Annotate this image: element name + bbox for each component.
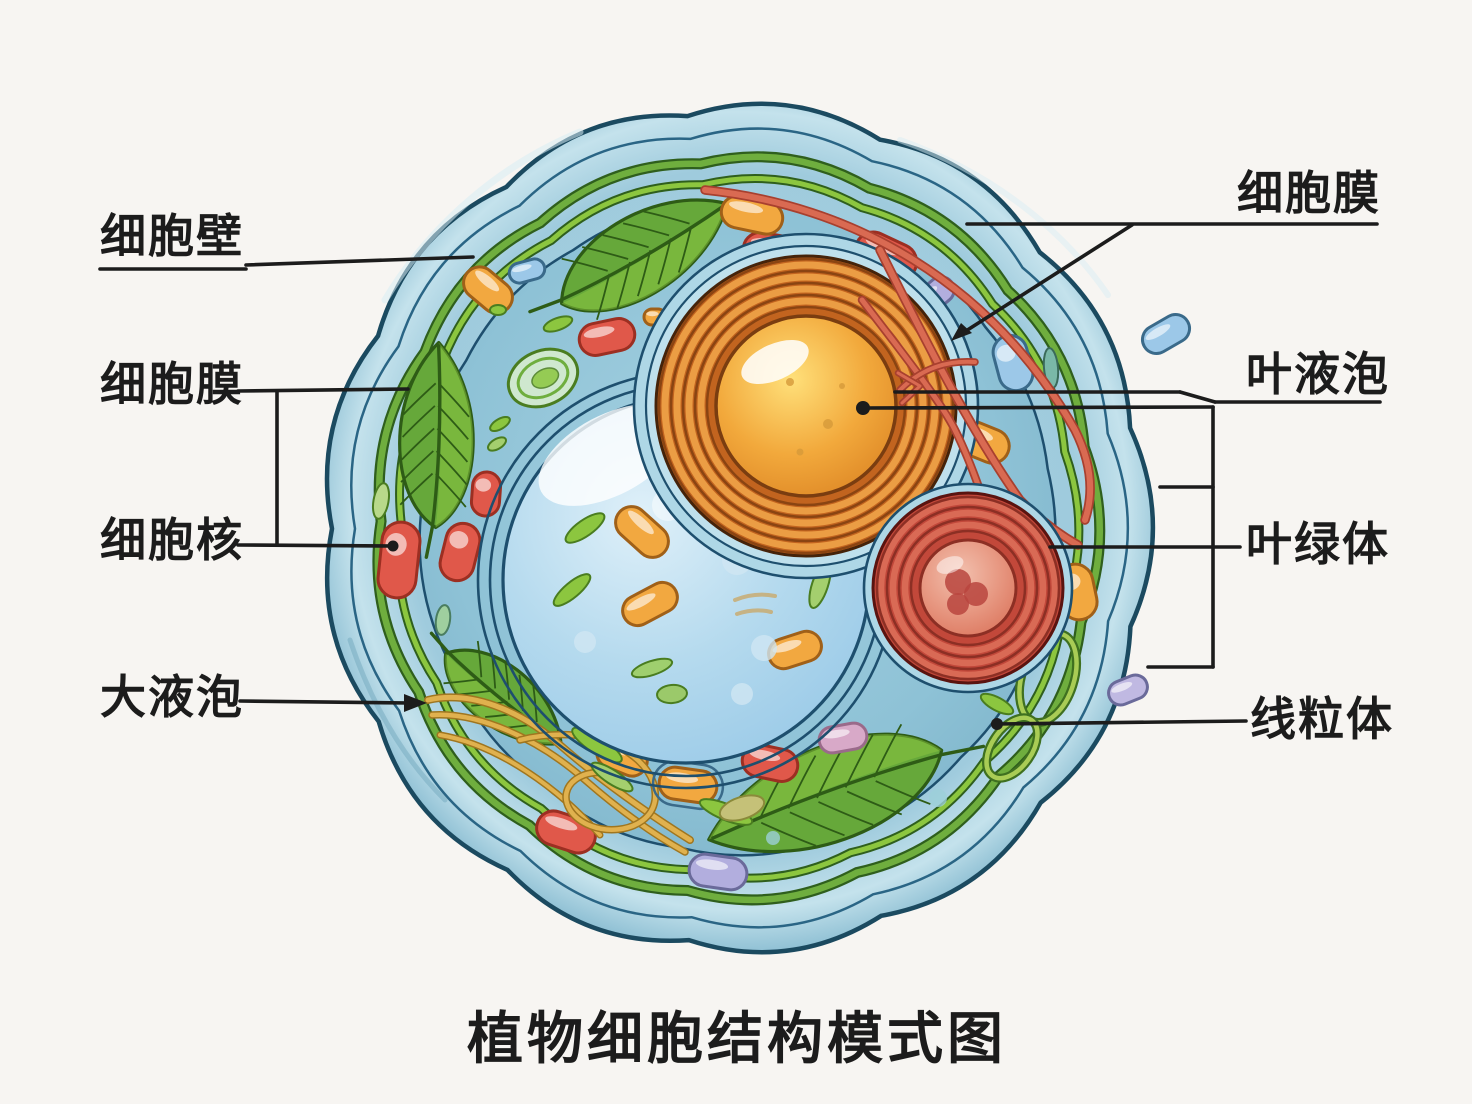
- label-cell-wall: 细胞壁: [100, 210, 244, 262]
- label-large-vacuole: 大液泡: [100, 671, 244, 723]
- label-cell-membrane-right: 细胞膜: [1237, 167, 1381, 219]
- pointer-mitochondrion: [995, 719, 1248, 726]
- pointer-lines: [98, 222, 1382, 730]
- pointer-leaf-vacuole-bend: [1178, 390, 1217, 404]
- pointer-bracket-top: [861, 405, 1215, 410]
- diagram-title: 植物细胞结构模式图: [467, 1007, 1007, 1070]
- arrowhead-cell-membrane-right: [951, 323, 972, 341]
- label-leaf-vacuole: 叶液泡: [1246, 348, 1390, 400]
- pointer-large-vacuole: [238, 699, 412, 705]
- chloroplast-leaf-left: [398, 340, 475, 559]
- pointer-cell-membrane-right: [956, 223, 1134, 338]
- chloroplast-leaf-top: [528, 198, 730, 321]
- label-mitochondrion: 线粒体: [1250, 693, 1394, 745]
- arrowhead-large-vacuole: [404, 694, 427, 712]
- nucleus-structure: [632, 232, 980, 580]
- pointer-nucleus: [236, 543, 395, 548]
- red-ring-structure: [862, 482, 1074, 694]
- label-nucleus: 细胞核: [100, 514, 244, 566]
- pointer-cell-wall: [244, 255, 475, 267]
- membraned-green-organelle: [506, 347, 580, 409]
- label-chloroplast: 叶绿体: [1246, 518, 1390, 570]
- pointer-cell-membrane-left: [236, 387, 410, 393]
- label-cell-membrane-left: 细胞膜: [100, 358, 244, 410]
